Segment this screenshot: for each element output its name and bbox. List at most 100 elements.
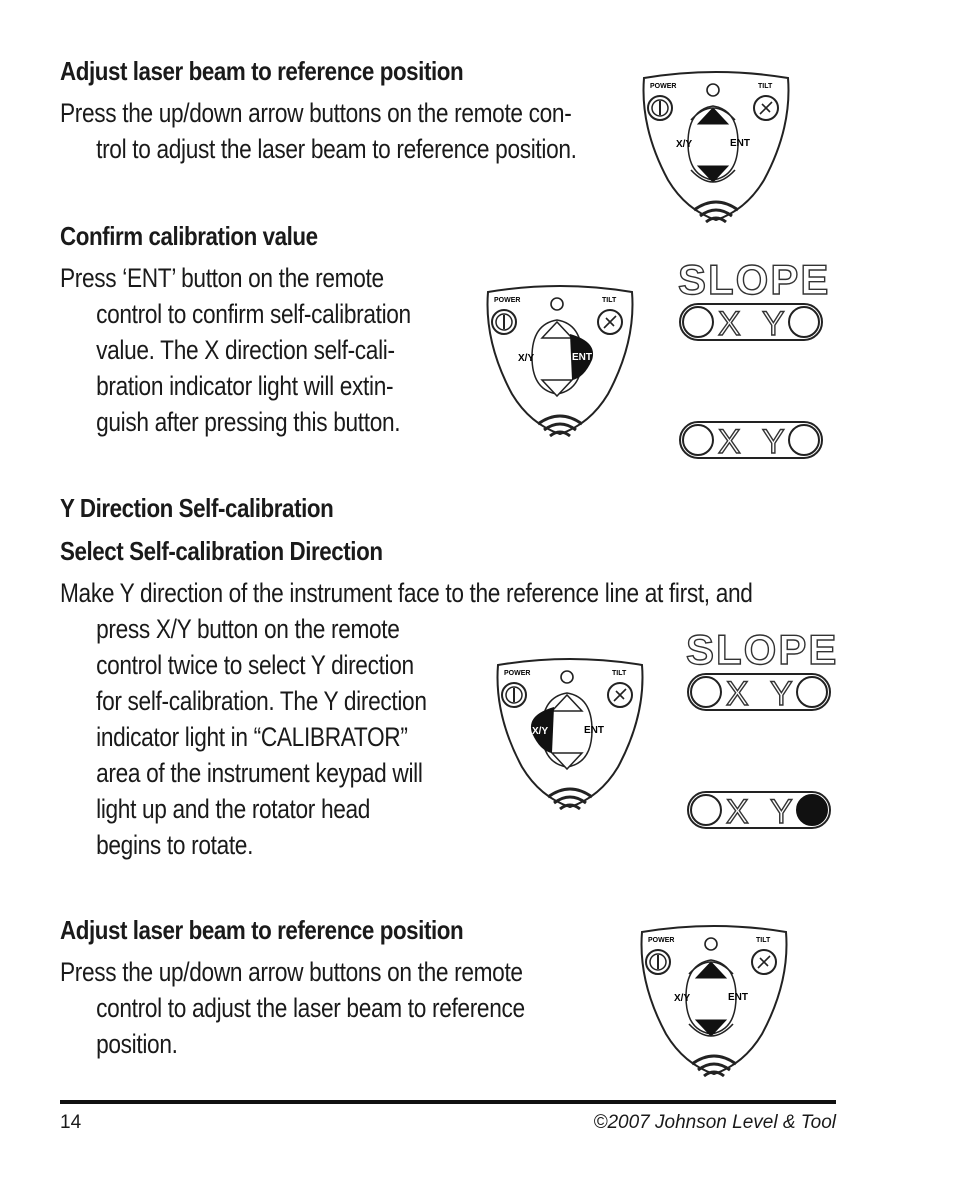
copyright-text: ©2007 Johnson Level & Tool — [593, 1112, 836, 1133]
y-label: Y — [770, 675, 793, 713]
text-line: Press the up/down arrow buttons on the r… — [60, 98, 572, 128]
slope-label: SLOPE — [678, 258, 828, 303]
xy-indicator-bar — [679, 303, 823, 341]
text-line: control twice to select Y direction — [96, 650, 414, 680]
power-label: POWER — [494, 297, 520, 304]
section-heading: Adjust laser beam to reference position — [60, 915, 464, 945]
paragraph: Make Y direction of the instrument face … — [60, 575, 753, 863]
y-light-icon — [796, 676, 828, 708]
power-button — [491, 309, 517, 335]
instrument-display-illustration: SLOPE X Y X Y — [678, 258, 828, 462]
text-line: value. The X direction self-cali- — [96, 335, 395, 365]
y-label: Y — [762, 423, 785, 461]
x-label: X — [718, 423, 741, 461]
up-arrow-icon — [550, 693, 584, 712]
up-arrow-icon — [540, 320, 574, 339]
signal-icon — [547, 787, 593, 799]
power-label: POWER — [504, 670, 530, 677]
slope-label: SLOPE — [686, 628, 836, 673]
text-line: for self-calibration. The Y direction — [96, 686, 427, 716]
power-label: POWER — [648, 937, 674, 944]
power-label: POWER — [650, 83, 676, 90]
down-arrow-icon — [540, 379, 574, 398]
remote-control-illustration: POWER TILT X/Y ENT — [496, 658, 644, 811]
xy-indicator-bar — [687, 791, 831, 829]
x-light-icon — [690, 676, 722, 708]
power-button — [647, 95, 673, 121]
text-line: press X/Y button on the remote — [96, 614, 400, 644]
x-label: X — [718, 305, 741, 343]
tilt-button — [751, 949, 777, 975]
tilt-button — [597, 309, 623, 335]
page-number: 14 — [60, 1112, 82, 1133]
signal-icon — [691, 1054, 737, 1066]
xy-button-label: X/Y — [676, 139, 692, 150]
x-label: X — [726, 675, 749, 713]
indicator-icon — [560, 670, 574, 684]
up-arrow-icon — [696, 107, 730, 125]
tilt-button — [753, 95, 779, 121]
x-light-icon — [682, 424, 714, 456]
section-heading: Adjust laser beam to reference position — [60, 56, 464, 86]
remote-control-illustration: POWER TILT X/Y ENT — [486, 285, 634, 438]
y-label: Y — [770, 793, 793, 831]
footer-divider — [60, 1100, 836, 1104]
paragraph: Press the up/down arrow buttons on the r… — [60, 954, 525, 1062]
signal-icon — [693, 200, 739, 212]
section-heading: Confirm calibration value — [60, 221, 318, 251]
signal-icon — [537, 414, 583, 426]
tilt-label: TILT — [612, 670, 627, 677]
remote-control-illustration: POWER TILT X/Y ENT — [640, 925, 788, 1078]
ent-button-label: ENT — [584, 725, 604, 736]
indicator-icon — [704, 937, 718, 951]
down-arrow-icon — [694, 1019, 728, 1037]
x-light-icon — [682, 306, 714, 338]
text-line: Press the up/down arrow buttons on the r… — [60, 957, 523, 987]
ent-button-label: ENT — [572, 352, 592, 363]
text-line: begins to rotate. — [96, 830, 254, 860]
xy-button-label: X/Y — [674, 993, 690, 1004]
tilt-label: TILT — [602, 297, 617, 304]
text-line: indicator light in “CALIBRATOR” — [96, 722, 408, 752]
indicator-icon — [706, 83, 720, 97]
text-line: control to confirm self-calibration — [96, 299, 411, 329]
text-line: Press ‘ENT’ button on the remote — [60, 263, 384, 293]
y-light-on-icon — [796, 794, 828, 826]
y-label: Y — [762, 305, 785, 343]
down-arrow-icon — [696, 165, 730, 183]
down-arrow-icon — [550, 752, 584, 771]
paragraph: Press the up/down arrow buttons on the r… — [60, 95, 577, 167]
section-heading: Y Direction Self-calibration — [60, 493, 334, 523]
power-button — [501, 682, 527, 708]
remote-control-illustration: POWER TILT X/Y ENT — [642, 71, 790, 224]
tilt-label: TILT — [756, 937, 771, 944]
y-light-icon — [788, 424, 820, 456]
text-line: Make Y direction of the instrument face … — [60, 578, 753, 608]
ent-button-label: ENT — [728, 992, 748, 1003]
ent-button-label: ENT — [730, 138, 750, 149]
xy-button-label: X/Y — [532, 726, 548, 737]
up-arrow-icon — [694, 961, 728, 979]
text-line: trol to adjust the laser beam to referen… — [96, 134, 577, 164]
text-line: area of the instrument keypad will — [96, 758, 423, 788]
ent-button-fill — [570, 334, 594, 380]
power-button — [645, 949, 671, 975]
x-light-icon — [690, 794, 722, 826]
tilt-button — [607, 682, 633, 708]
instrument-display-illustration: SLOPE X Y X Y — [686, 628, 836, 832]
xy-indicator-bar — [679, 421, 823, 459]
xy-button-label: X/Y — [518, 353, 534, 364]
text-line: control to adjust the laser beam to refe… — [96, 993, 525, 1023]
indicator-icon — [550, 297, 564, 311]
tilt-label: TILT — [758, 83, 773, 90]
y-light-icon — [788, 306, 820, 338]
text-line: light up and the rotator head — [96, 794, 371, 824]
x-label: X — [726, 793, 749, 831]
paragraph: Press ‘ENT’ button on the remote control… — [60, 260, 411, 440]
section-heading: Select Self-calibration Direction — [60, 536, 383, 566]
xy-button-fill — [530, 707, 554, 753]
text-line: position. — [96, 1029, 178, 1059]
xy-indicator-bar — [687, 673, 831, 711]
text-line: bration indicator light will extin- — [96, 371, 394, 401]
text-line: guish after pressing this button. — [96, 407, 401, 437]
